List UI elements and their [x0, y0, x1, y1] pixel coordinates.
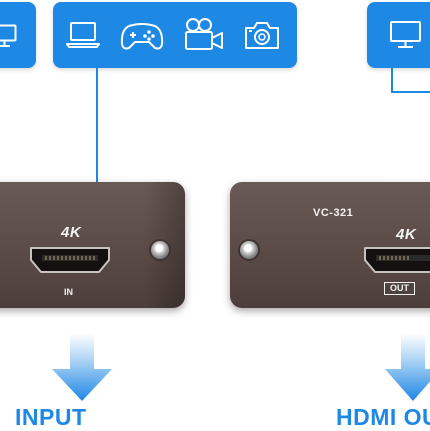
left-display-panel [0, 2, 36, 68]
power-led [240, 241, 258, 259]
power-led [151, 241, 169, 259]
in-port-label: IN [64, 287, 73, 297]
hdmi-input-port[interactable] [28, 245, 112, 275]
output-connector-line [391, 68, 430, 93]
video-camera-icon [185, 18, 223, 50]
right-display-panel [367, 2, 430, 68]
output-caption: HDMI OU [336, 404, 430, 430]
hdmi-output-port[interactable] [362, 245, 430, 275]
input-extender-device: 4K IN [0, 182, 185, 308]
4k-badge: 4K [61, 224, 82, 241]
laptop-icon [66, 22, 100, 48]
monitor-icon [0, 24, 17, 47]
4k-badge: 4K [396, 226, 417, 243]
input-down-arrow [52, 333, 112, 401]
output-extender-device: VC-321 4K OUT [230, 182, 430, 308]
input-caption: INPUT [15, 404, 87, 430]
out-port-label: OUT [384, 282, 415, 295]
output-down-arrow [385, 333, 430, 401]
gamepad-icon [120, 23, 164, 50]
monitor-icon [390, 21, 421, 48]
camera-icon [245, 22, 279, 49]
source-devices-panel [53, 2, 297, 68]
model-number: VC-321 [313, 207, 354, 219]
